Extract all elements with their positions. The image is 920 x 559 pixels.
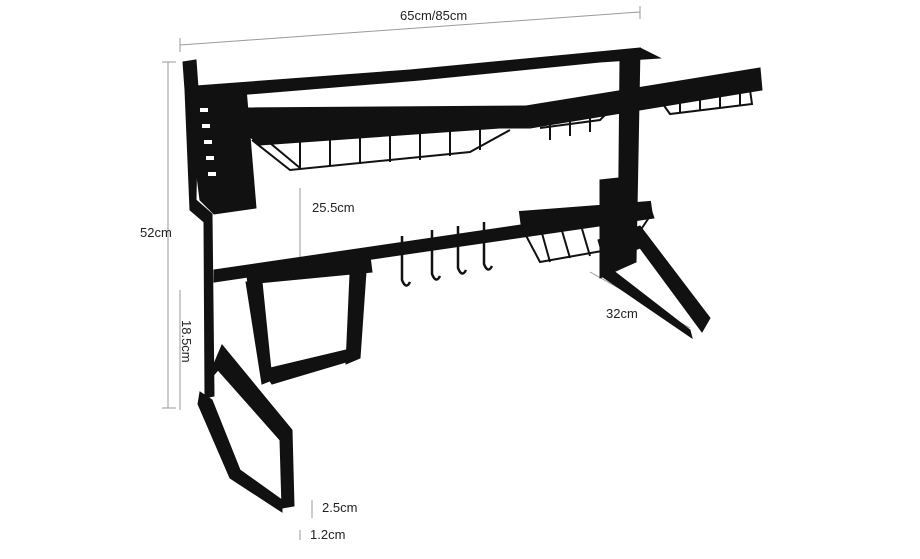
hooks (400, 222, 494, 287)
foot-width-label: 1.2cm (310, 527, 346, 542)
side-basket (518, 200, 654, 264)
foot-height-label: 2.5cm (322, 500, 358, 515)
width-label: 65cm/85cm (400, 8, 468, 23)
shelf-gap-label: 25.5cm (312, 200, 355, 215)
height-total-label: 52cm (140, 225, 172, 240)
lower-height-label: 18.5cm (179, 320, 194, 363)
top-basket-wires (251, 88, 754, 172)
rack-frame (182, 47, 763, 513)
depth-label: 32cm (606, 306, 638, 321)
holder-slots (200, 108, 216, 176)
